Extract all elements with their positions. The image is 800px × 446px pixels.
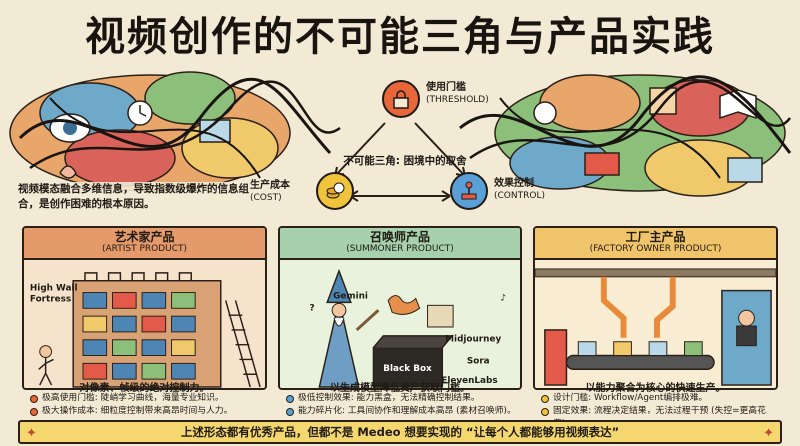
factory-panel-header: 工厂主产品 (FACTORY OWNER PRODUCT) bbox=[535, 228, 776, 260]
gemini-label: Gemini bbox=[333, 291, 368, 301]
summoner-panel-title: 召唤师产品 bbox=[369, 230, 430, 244]
bullet-icon bbox=[541, 395, 549, 403]
bullet-icon bbox=[286, 395, 294, 403]
factory-summary: 以能力聚合为核心的快速生产。 bbox=[585, 383, 726, 394]
summoner-summary: 以生成模型降低资产获取门槛。 bbox=[330, 383, 470, 394]
bullet-icon bbox=[286, 407, 294, 416]
conclusion-banner: ✦ 上述形态都有优秀产品，但都不是 Medeo 想要实现的 “让每个人都能够用视… bbox=[18, 420, 782, 444]
star-icon: ✦ bbox=[763, 426, 774, 441]
bullet-icon bbox=[30, 395, 38, 403]
list-item: 能力碎片化: 工具间协作和理解成本高昂 (素材召唤师)。 bbox=[286, 405, 524, 418]
impossible-triangle-label: 不可能三角: 困境中的取舍 bbox=[343, 155, 467, 167]
ear-icon bbox=[59, 165, 77, 179]
cost-label: 生产成本 bbox=[250, 180, 290, 191]
summoner-panel-subtitle: (SUMMONER PRODUCT) bbox=[346, 244, 454, 255]
black-box-label: Black Box bbox=[383, 364, 432, 374]
threshold-label: 使用门槛 bbox=[426, 82, 466, 93]
control-label: 效果控制 bbox=[494, 178, 534, 189]
book-icon bbox=[719, 89, 757, 120]
intro-text: 视频模态融合多维信息，导致指数级爆炸的信息组合，是创作困难的根本原因。 bbox=[18, 182, 268, 213]
picture-icon bbox=[727, 157, 763, 183]
factory-product-panel: 工厂主产品 (FACTORY OWNER PRODUCT) bbox=[533, 226, 778, 390]
factory-panel-title: 工厂主产品 bbox=[625, 230, 686, 244]
right-media-blob bbox=[459, 74, 792, 197]
summoner-panel-header: 召唤师产品 (SUMMONER PRODUCT) bbox=[280, 228, 520, 260]
conveyor-belt bbox=[565, 354, 715, 371]
artist-panel-subtitle: (ARTIST PRODUCT) bbox=[101, 244, 188, 255]
artist-panel-title: 艺术家产品 bbox=[114, 230, 175, 244]
cost-label-en: (COST) bbox=[250, 192, 282, 203]
robot-arm-icon bbox=[600, 276, 627, 338]
artist-bullets: 极高使用门槛: 陡峭学习曲线，海量专业知识。 极大操作成本: 细粒度控制带来高昂… bbox=[30, 392, 268, 418]
factory-panel-subtitle: (FACTORY OWNER PRODUCT) bbox=[589, 244, 722, 255]
summoner-product-panel: 召唤师产品 (SUMMONER PRODUCT) Black Box Gemin… bbox=[278, 226, 522, 390]
list-item: 设计门槛: Workflow/Agent编排极难。 bbox=[541, 392, 779, 405]
summoner-bullets: 极低控制效果: 能力黑盒，无法精确控制结果。 能力碎片化: 工具间协作和理解成本… bbox=[286, 392, 524, 418]
chat-bubble-icon bbox=[584, 152, 620, 176]
question-mark-icon: ? bbox=[310, 303, 315, 313]
artist-panel-header: 艺术家产品 (ARTIST PRODUCT) bbox=[24, 228, 265, 260]
robot-arm-icon-2 bbox=[654, 276, 676, 338]
list-item: 极高使用门槛: 陡峭学习曲线，海量专业知识。 bbox=[30, 392, 268, 405]
left-media-blob bbox=[9, 71, 341, 192]
summoner-illustration: Black Box Gemini Midjourney Sora ElevenL… bbox=[280, 260, 520, 388]
bullet-icon bbox=[541, 407, 549, 416]
threshold-label-en: (THRESHOLD) bbox=[426, 94, 489, 105]
black-box-icon bbox=[372, 346, 444, 388]
stopwatch-icon bbox=[533, 101, 557, 125]
list-item: 极大操作成本: 细粒度控制带来高昂时间与人力。 bbox=[30, 405, 268, 418]
factory-illustration bbox=[535, 260, 776, 388]
banner-text: 上述形态都有优秀产品，但都不是 Medeo 想要实现的 “让每个人都能够用视频表… bbox=[180, 425, 620, 439]
joystick-icon bbox=[450, 172, 488, 210]
sora-label: Sora bbox=[467, 356, 490, 366]
elevenlabs-label: ElevenLabs bbox=[441, 376, 497, 386]
list-item: 极低控制效果: 能力黑盒，无法精确控制结果。 bbox=[286, 392, 524, 405]
bullet-icon bbox=[30, 407, 38, 416]
factory-owner-avatar bbox=[738, 309, 755, 327]
cat-icon bbox=[387, 295, 421, 315]
artist-summary: 对像素、帧级的绝对控制力。 bbox=[79, 383, 210, 394]
music-note-icon: ♪ bbox=[500, 293, 506, 303]
midjourney-label: Midjourney bbox=[445, 335, 501, 345]
page-title: 视频创作的不可能三角与产品实践 bbox=[85, 14, 715, 60]
painting-icon bbox=[427, 304, 454, 328]
lock-icon bbox=[382, 80, 420, 118]
coins-icon bbox=[316, 172, 354, 210]
star-icon: ✦ bbox=[26, 426, 37, 441]
media-chaos-illustration bbox=[9, 71, 792, 202]
control-label-en: (CONTROL) bbox=[494, 190, 545, 201]
